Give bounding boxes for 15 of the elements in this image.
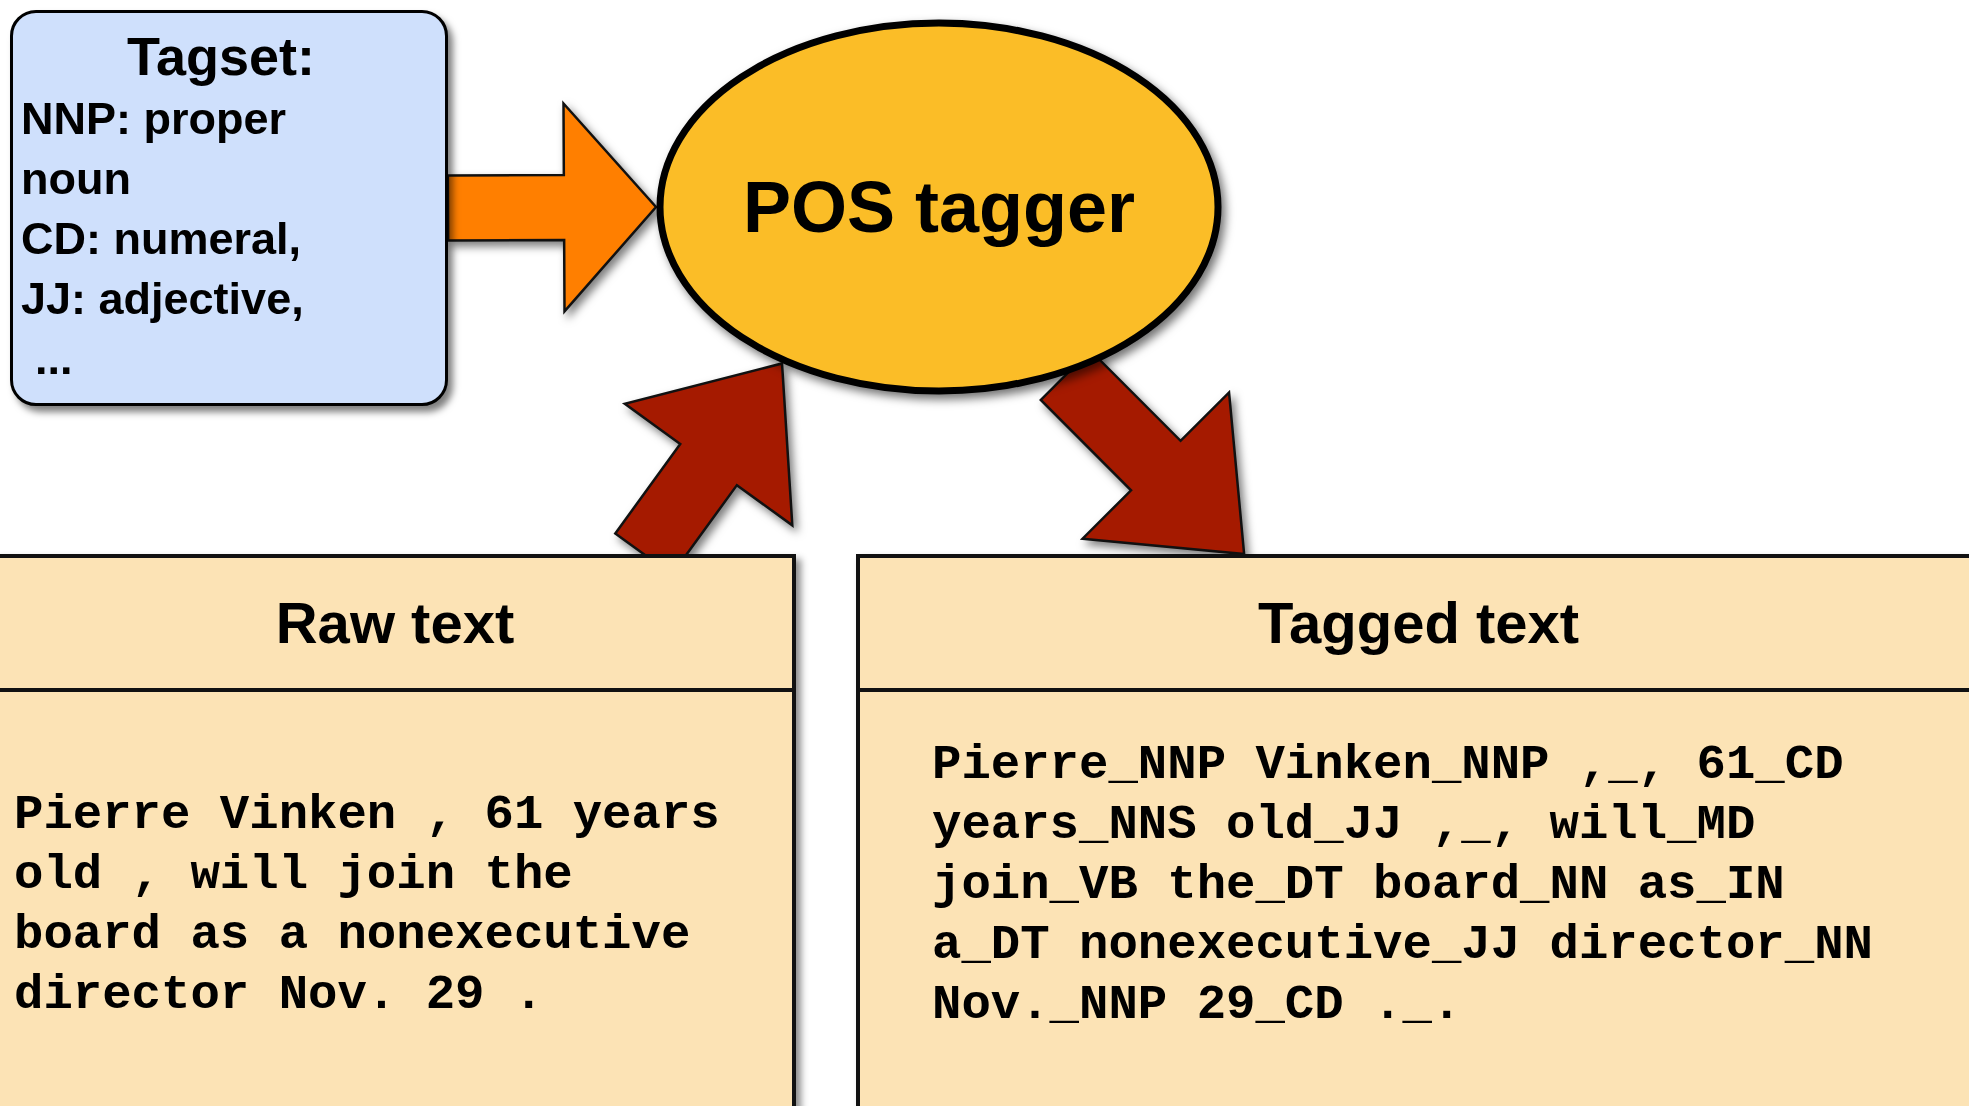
node-label: POS tagger xyxy=(741,166,1137,249)
block-arrow xyxy=(446,100,658,315)
panel-heading: Tagged text xyxy=(1256,589,1581,657)
card-heading: Tagset: xyxy=(126,25,316,88)
tag-definition: ... xyxy=(34,332,74,386)
panel-heading: Raw text xyxy=(274,589,516,657)
text-passage: Pierre Vinken , 61 years old , will join the board as a nonexecutive director Nov. 29 . xyxy=(14,786,721,1025)
tag-definition: JJ: adjective, xyxy=(21,272,305,326)
text-passage: Pierre_NNP Vinken_NNP ,_, 61_CD years_NNS old_JJ ,_, will_MD join_VB the_DT board_NN as_IN a_DT nonexecutive_JJ director_NN Nov._NNP 29_CD ._. xyxy=(932,736,1874,1035)
tagset-card xyxy=(10,10,448,406)
tagger-ellipse xyxy=(656,19,1222,395)
text-panel xyxy=(856,554,1969,1106)
tag-definition: CD: numeral, xyxy=(21,212,303,266)
text-panel xyxy=(0,554,796,1106)
tag-definition: NNP: proper noun xyxy=(21,92,287,206)
